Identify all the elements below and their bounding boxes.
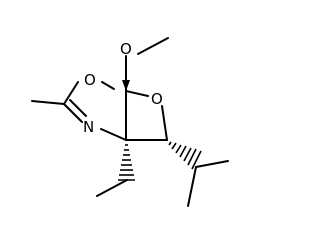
bond-o-right-c4 <box>161 105 168 141</box>
bond-c4-isopropyl-hashed <box>168 141 202 170</box>
bond-c1-o-left <box>101 81 115 90</box>
molecule-structure: O O O N <box>31 37 229 207</box>
bond-o-left-c-imine <box>63 81 79 105</box>
atom-o-ring-right: O <box>151 90 163 108</box>
bond-ethyl <box>96 179 128 197</box>
bond-c1-o-right <box>125 90 149 97</box>
bond-isopropyl-methyl-right <box>195 160 229 168</box>
bond-c5-ethyl-hashed <box>118 144 135 181</box>
structure-canvas: O O O N <box>31 37 229 207</box>
atom-o-methoxy: O <box>120 40 132 58</box>
bond-c-imine-n-2 <box>69 99 87 117</box>
atom-n-ring: N <box>83 118 94 136</box>
atom-o-ring-left: O <box>84 71 96 89</box>
bond-c1-stereo-wedge <box>122 80 130 91</box>
bond-isopropyl-methyl-down <box>187 166 197 207</box>
bond-c-imine-n-1 <box>63 103 83 123</box>
bond-c-imine-methyl <box>31 100 65 105</box>
bond-methyl-o-methoxy <box>137 37 169 55</box>
bond-n-c5 <box>100 128 127 141</box>
